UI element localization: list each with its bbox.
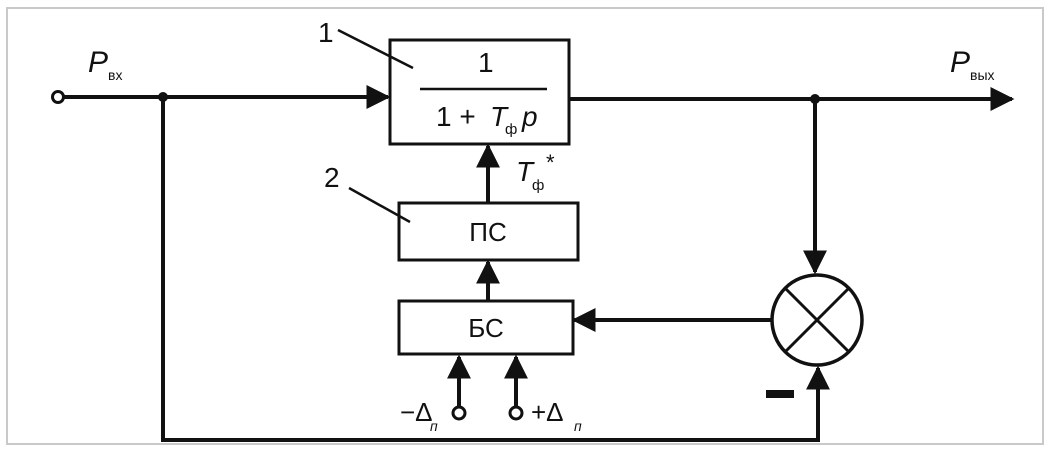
input-terminal xyxy=(51,90,65,104)
minus-delta-subscript: п xyxy=(430,418,438,434)
tf-denominator-prefix: 1 + xyxy=(436,101,476,132)
param-subscript: ф xyxy=(532,177,544,194)
tf-denominator-t-sub: ф xyxy=(505,121,517,138)
bypass-line xyxy=(161,97,830,442)
comparator xyxy=(770,273,864,367)
plus-delta-subscript: п xyxy=(574,418,582,434)
ps-label: ПС xyxy=(469,217,506,247)
marker-1: 1 xyxy=(318,17,334,48)
param-superscript: * xyxy=(546,150,555,175)
param-symbol: T xyxy=(516,156,535,187)
marker-2-leader xyxy=(348,186,411,224)
tf-denominator-p: p xyxy=(521,101,538,132)
tf-denominator-t: T xyxy=(490,101,509,132)
plus-delta-label: +Δ xyxy=(531,397,564,427)
bc-label: БС xyxy=(468,313,504,343)
input-symbol: P xyxy=(88,46,108,79)
comparator-minus-sign xyxy=(766,390,794,398)
output-subscript: вых xyxy=(970,67,995,83)
input-subscript: вх xyxy=(108,67,122,83)
minus-delta-terminal xyxy=(451,405,467,421)
tf-numerator: 1 xyxy=(478,47,494,78)
plus-delta-terminal xyxy=(508,405,524,421)
marker-1-leader xyxy=(337,28,414,70)
minus-delta-label: −Δ xyxy=(400,397,433,427)
output-symbol: P xyxy=(950,46,970,79)
marker-2: 2 xyxy=(324,162,340,193)
